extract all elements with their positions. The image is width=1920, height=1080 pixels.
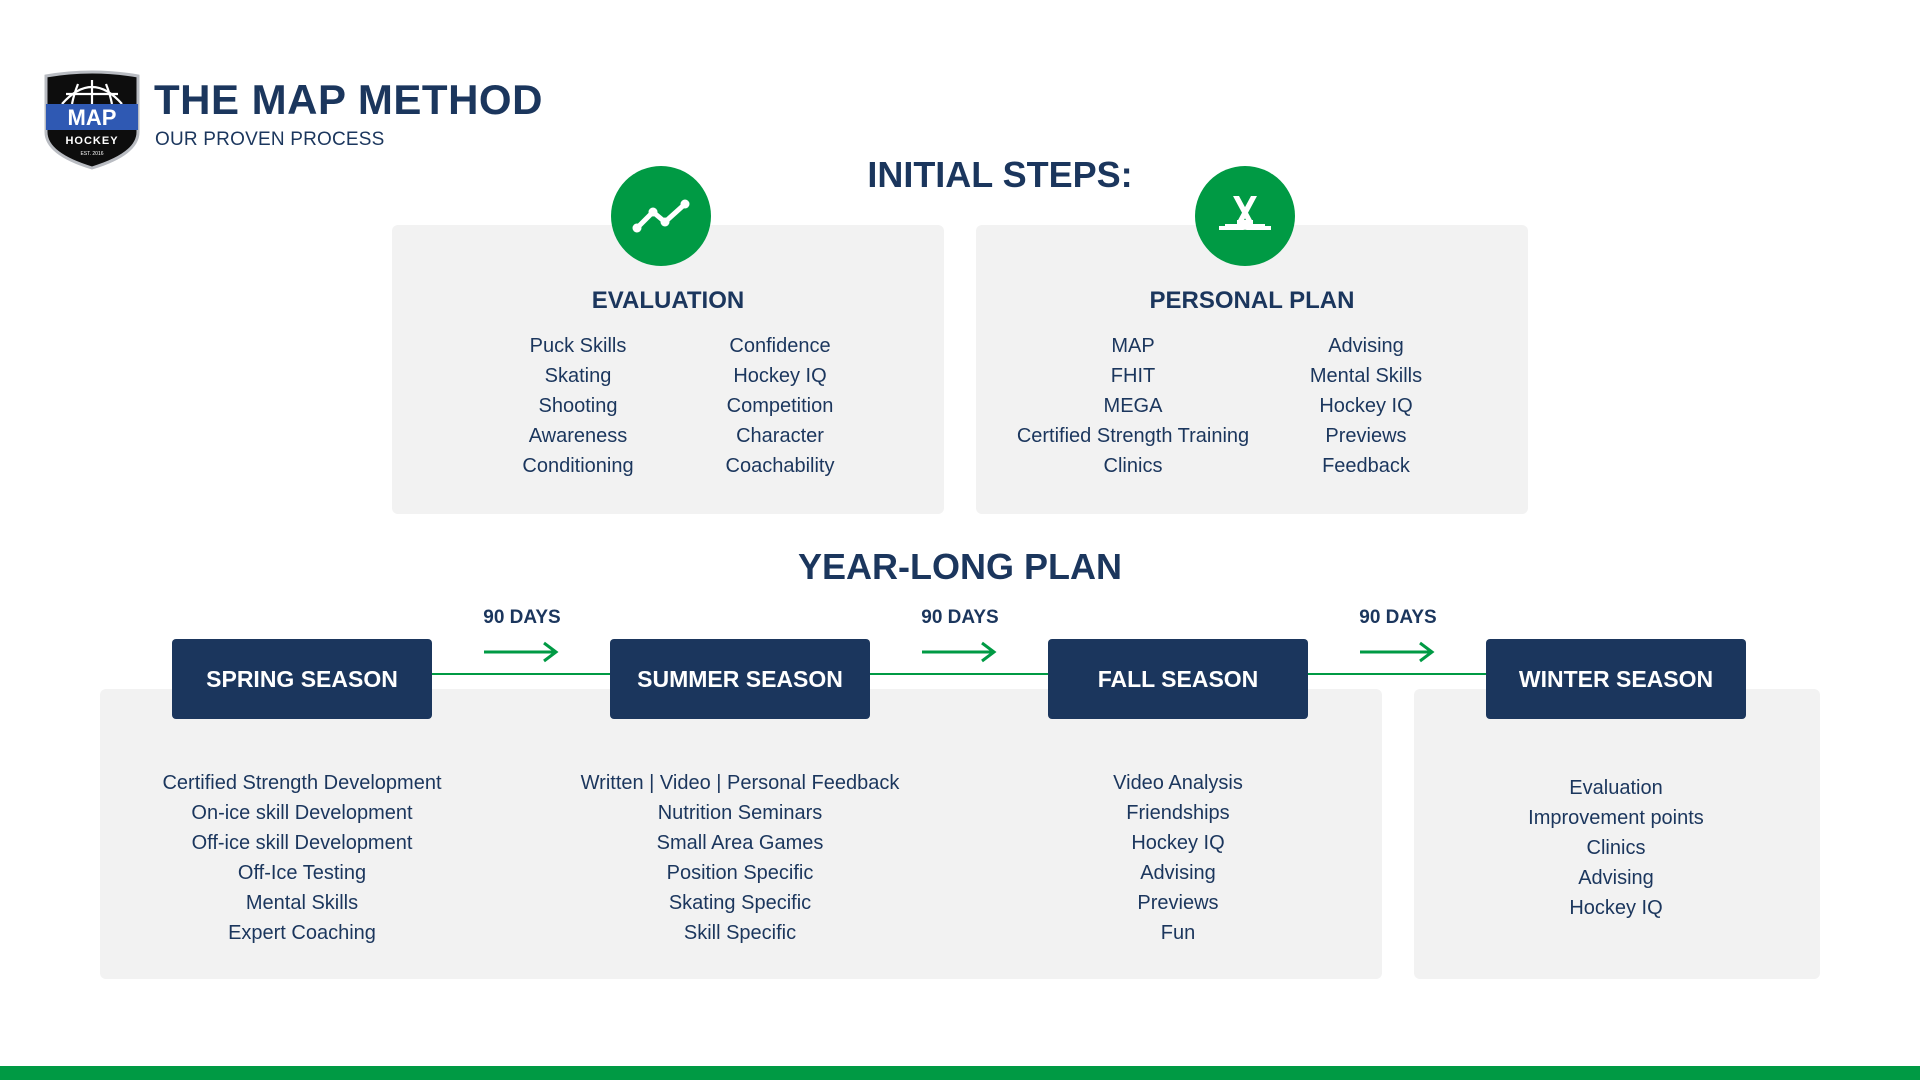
list-item: FHIT	[1110, 365, 1156, 387]
seasons-card-main	[100, 689, 1382, 979]
evaluation-right-list: Confidence Hockey IQ Competition Charact…	[680, 331, 880, 481]
list-item: Advising	[1140, 862, 1216, 884]
right-arrow-icon	[922, 641, 997, 663]
list-item: Shooting	[538, 395, 618, 417]
list-item: Written | Video | Personal Feedback	[580, 772, 900, 794]
winter-season-list: Evaluation Improvement points Clinics Ad…	[1436, 773, 1796, 923]
hockey-sticks-icon	[1195, 166, 1295, 266]
list-item: Previews	[1325, 425, 1407, 447]
list-item: Previews	[1137, 892, 1219, 914]
list-item: Nutrition Seminars	[657, 802, 823, 824]
svg-text:MAP: MAP	[68, 105, 117, 130]
evaluation-left-list: Puck Skills Skating Shooting Awareness C…	[478, 331, 678, 481]
fall-season-list: Video Analysis Friendships Hockey IQ Adv…	[998, 768, 1358, 948]
list-item: Awareness	[528, 425, 628, 447]
list-item: Skating	[544, 365, 612, 387]
list-item: Off-ice skill Development	[191, 832, 413, 854]
list-item: Advising	[1328, 335, 1404, 357]
list-item: Mental Skills	[245, 892, 359, 914]
list-item: Video Analysis	[1113, 772, 1243, 794]
map-hockey-logo: MAP HOCKEY EST. 2016	[40, 70, 144, 170]
list-item: Certified Strength Training	[1016, 425, 1250, 447]
list-item: Certified Strength Development	[162, 772, 442, 794]
svg-text:HOCKEY: HOCKEY	[65, 135, 118, 147]
svg-text:EST. 2016: EST. 2016	[80, 151, 103, 157]
list-item: Coachability	[725, 455, 835, 477]
personal-plan-heading: PERSONAL PLAN	[1149, 287, 1355, 314]
interval-label: 90 DAYS	[921, 607, 999, 628]
footer-bar	[0, 1066, 1920, 1080]
list-item: Friendships	[1126, 802, 1230, 824]
list-item: Evaluation	[1569, 777, 1663, 799]
list-item: Hockey IQ	[733, 365, 827, 387]
list-item: Position Specific	[666, 862, 814, 884]
personal-plan-card: PERSONAL PLAN MAP FHIT MEGA Certified St…	[976, 225, 1528, 514]
right-arrow-icon	[484, 641, 559, 663]
list-item: Clinics	[1103, 455, 1163, 477]
list-item: Hockey IQ	[1131, 832, 1225, 854]
personal-plan-left-list: MAP FHIT MEGA Certified Strength Trainin…	[998, 331, 1268, 481]
right-arrow-icon	[1360, 641, 1435, 663]
list-item: Hockey IQ	[1569, 897, 1663, 919]
personal-plan-right-list: Advising Mental Skills Hockey IQ Preview…	[1266, 331, 1466, 481]
list-item: Expert Coaching	[228, 922, 376, 944]
interval-label: 90 DAYS	[483, 607, 561, 628]
summer-season-box: SUMMER SEASON	[610, 639, 870, 719]
summer-season-list: Written | Video | Personal Feedback Nutr…	[560, 768, 920, 948]
timeline-connector	[870, 673, 1050, 675]
list-item: Small Area Games	[656, 832, 824, 854]
list-item: Skill Specific	[683, 922, 797, 944]
page-title: THE MAP METHOD	[154, 76, 543, 123]
trend-line-icon	[611, 166, 711, 266]
list-item: Competition	[726, 395, 834, 417]
list-item: On-ice skill Development	[191, 802, 413, 824]
list-item: Puck Skills	[529, 335, 627, 357]
timeline-connector	[1308, 673, 1488, 675]
list-item: Mental Skills	[1309, 365, 1423, 387]
initial-steps-title: INITIAL STEPS:	[867, 154, 1133, 195]
list-item: Skating Specific	[668, 892, 812, 914]
evaluation-heading: EVALUATION	[591, 287, 745, 314]
list-item: Advising	[1578, 867, 1654, 889]
list-item: Conditioning	[522, 455, 634, 477]
timeline-connector	[432, 673, 612, 675]
interval-label: 90 DAYS	[1359, 607, 1437, 628]
seasons-card-winter	[1414, 689, 1820, 979]
spring-season-list: Certified Strength Development On-ice sk…	[122, 768, 482, 948]
list-item: Feedback	[1322, 455, 1410, 477]
winter-season-box: WINTER SEASON	[1486, 639, 1746, 719]
list-item: Clinics	[1586, 837, 1646, 859]
list-item: Hockey IQ	[1319, 395, 1413, 417]
list-item: Improvement points	[1528, 807, 1704, 829]
spring-season-box: SPRING SEASON	[172, 639, 432, 719]
list-item: Fun	[1160, 922, 1196, 944]
evaluation-card: EVALUATION Puck Skills Skating Shooting …	[392, 225, 944, 514]
year-long-plan-title: YEAR-LONG PLAN	[798, 546, 1122, 587]
fall-season-box: FALL SEASON	[1048, 639, 1308, 719]
list-item: MAP	[1111, 335, 1155, 357]
list-item: Character	[736, 425, 824, 447]
page-subtitle: OUR PROVEN PROCESS	[155, 129, 385, 150]
list-item: Confidence	[729, 335, 831, 357]
list-item: MEGA	[1103, 395, 1163, 417]
list-item: Off-Ice Testing	[237, 862, 367, 884]
